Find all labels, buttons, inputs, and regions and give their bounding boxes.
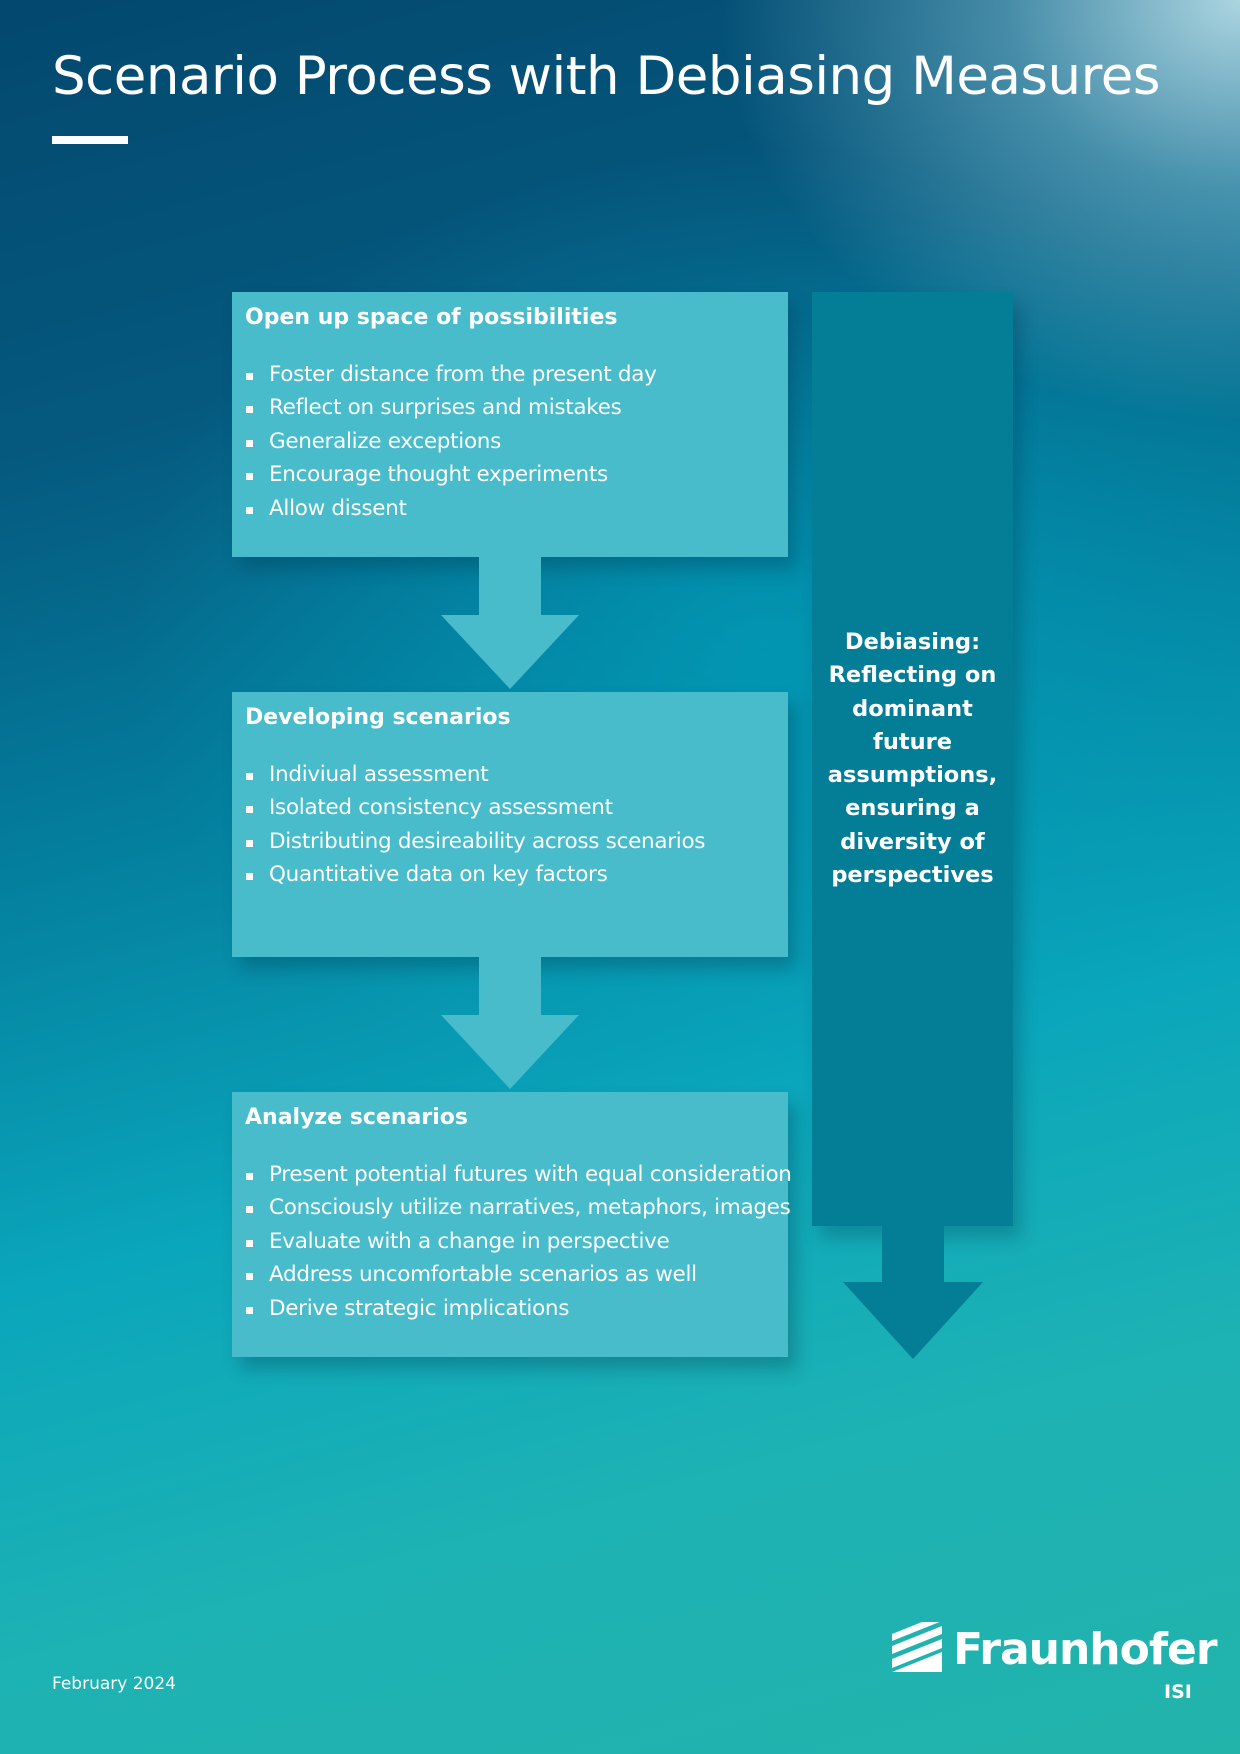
down-arrow-icon [441,557,579,689]
debiasing-down-arrow-icon [843,1225,983,1359]
debiasing-line: diversity of [840,828,985,855]
debiasing-text: Debiasing: Reflecting on dominant future… [812,626,1013,892]
debiasing-line: dominant [852,695,973,722]
list-item: Foster distance from the present day [245,358,657,391]
list-item: Present potential futures with equal con… [245,1158,792,1191]
title-underline [52,136,128,144]
step-heading: Open up space of possibilities [245,305,618,330]
step-box-developing: Developing scenarios Indiviual assessmen… [232,692,788,957]
debiasing-column [812,292,1013,1226]
step-box-analyze: Analyze scenarios Present potential futu… [232,1092,792,1357]
debiasing-line: Debiasing: [844,629,981,655]
debiasing-line: perspectives [831,862,994,889]
list-item: Encourage thought experiments [245,458,657,491]
list-item: Consciously utilize narratives, metaphor… [245,1191,792,1224]
debiasing-line: assumptions, [827,762,998,789]
debiasing-line: Reflecting on [828,662,997,689]
footer-date: February 2024 [52,1674,176,1694]
list-item: Distributing desireability across scenar… [245,825,706,858]
list-item: Address uncomfortable scenarios as well [245,1258,792,1291]
debiasing-line: future [873,728,952,755]
step-heading: Developing scenarios [245,705,511,730]
logo-wordmark: Fraunhofer [953,1624,1218,1675]
list-item: Allow dissent [245,492,657,525]
step-list: Indiviual assessment Isolated consistenc… [245,758,706,892]
step-list: Present potential futures with equal con… [245,1158,792,1325]
list-item: Reflect on surprises and mistakes [245,391,657,424]
step-list: Foster distance from the present day Ref… [245,358,657,525]
list-item: Isolated consistency assessment [245,791,705,824]
list-item: Quantitative data on key factors [245,858,705,891]
step-box-possibilities: Open up space of possibilities Foster di… [232,292,788,557]
list-item: Evaluate with a change in perspective [245,1225,792,1258]
list-item: Generalize exceptions [245,425,657,458]
list-item: Indiviual assessment [245,758,705,791]
step-heading: Analyze scenarios [245,1105,468,1130]
debiasing-line: ensuring a [845,795,980,822]
down-arrow-icon [441,957,579,1089]
page-title: Scenario Process with Debiasing Measures [52,46,1160,107]
fraunhofer-logo-icon [892,1622,942,1672]
list-item: Derive strategic implications [245,1292,792,1325]
logo-unit: ISI [1164,1681,1192,1703]
